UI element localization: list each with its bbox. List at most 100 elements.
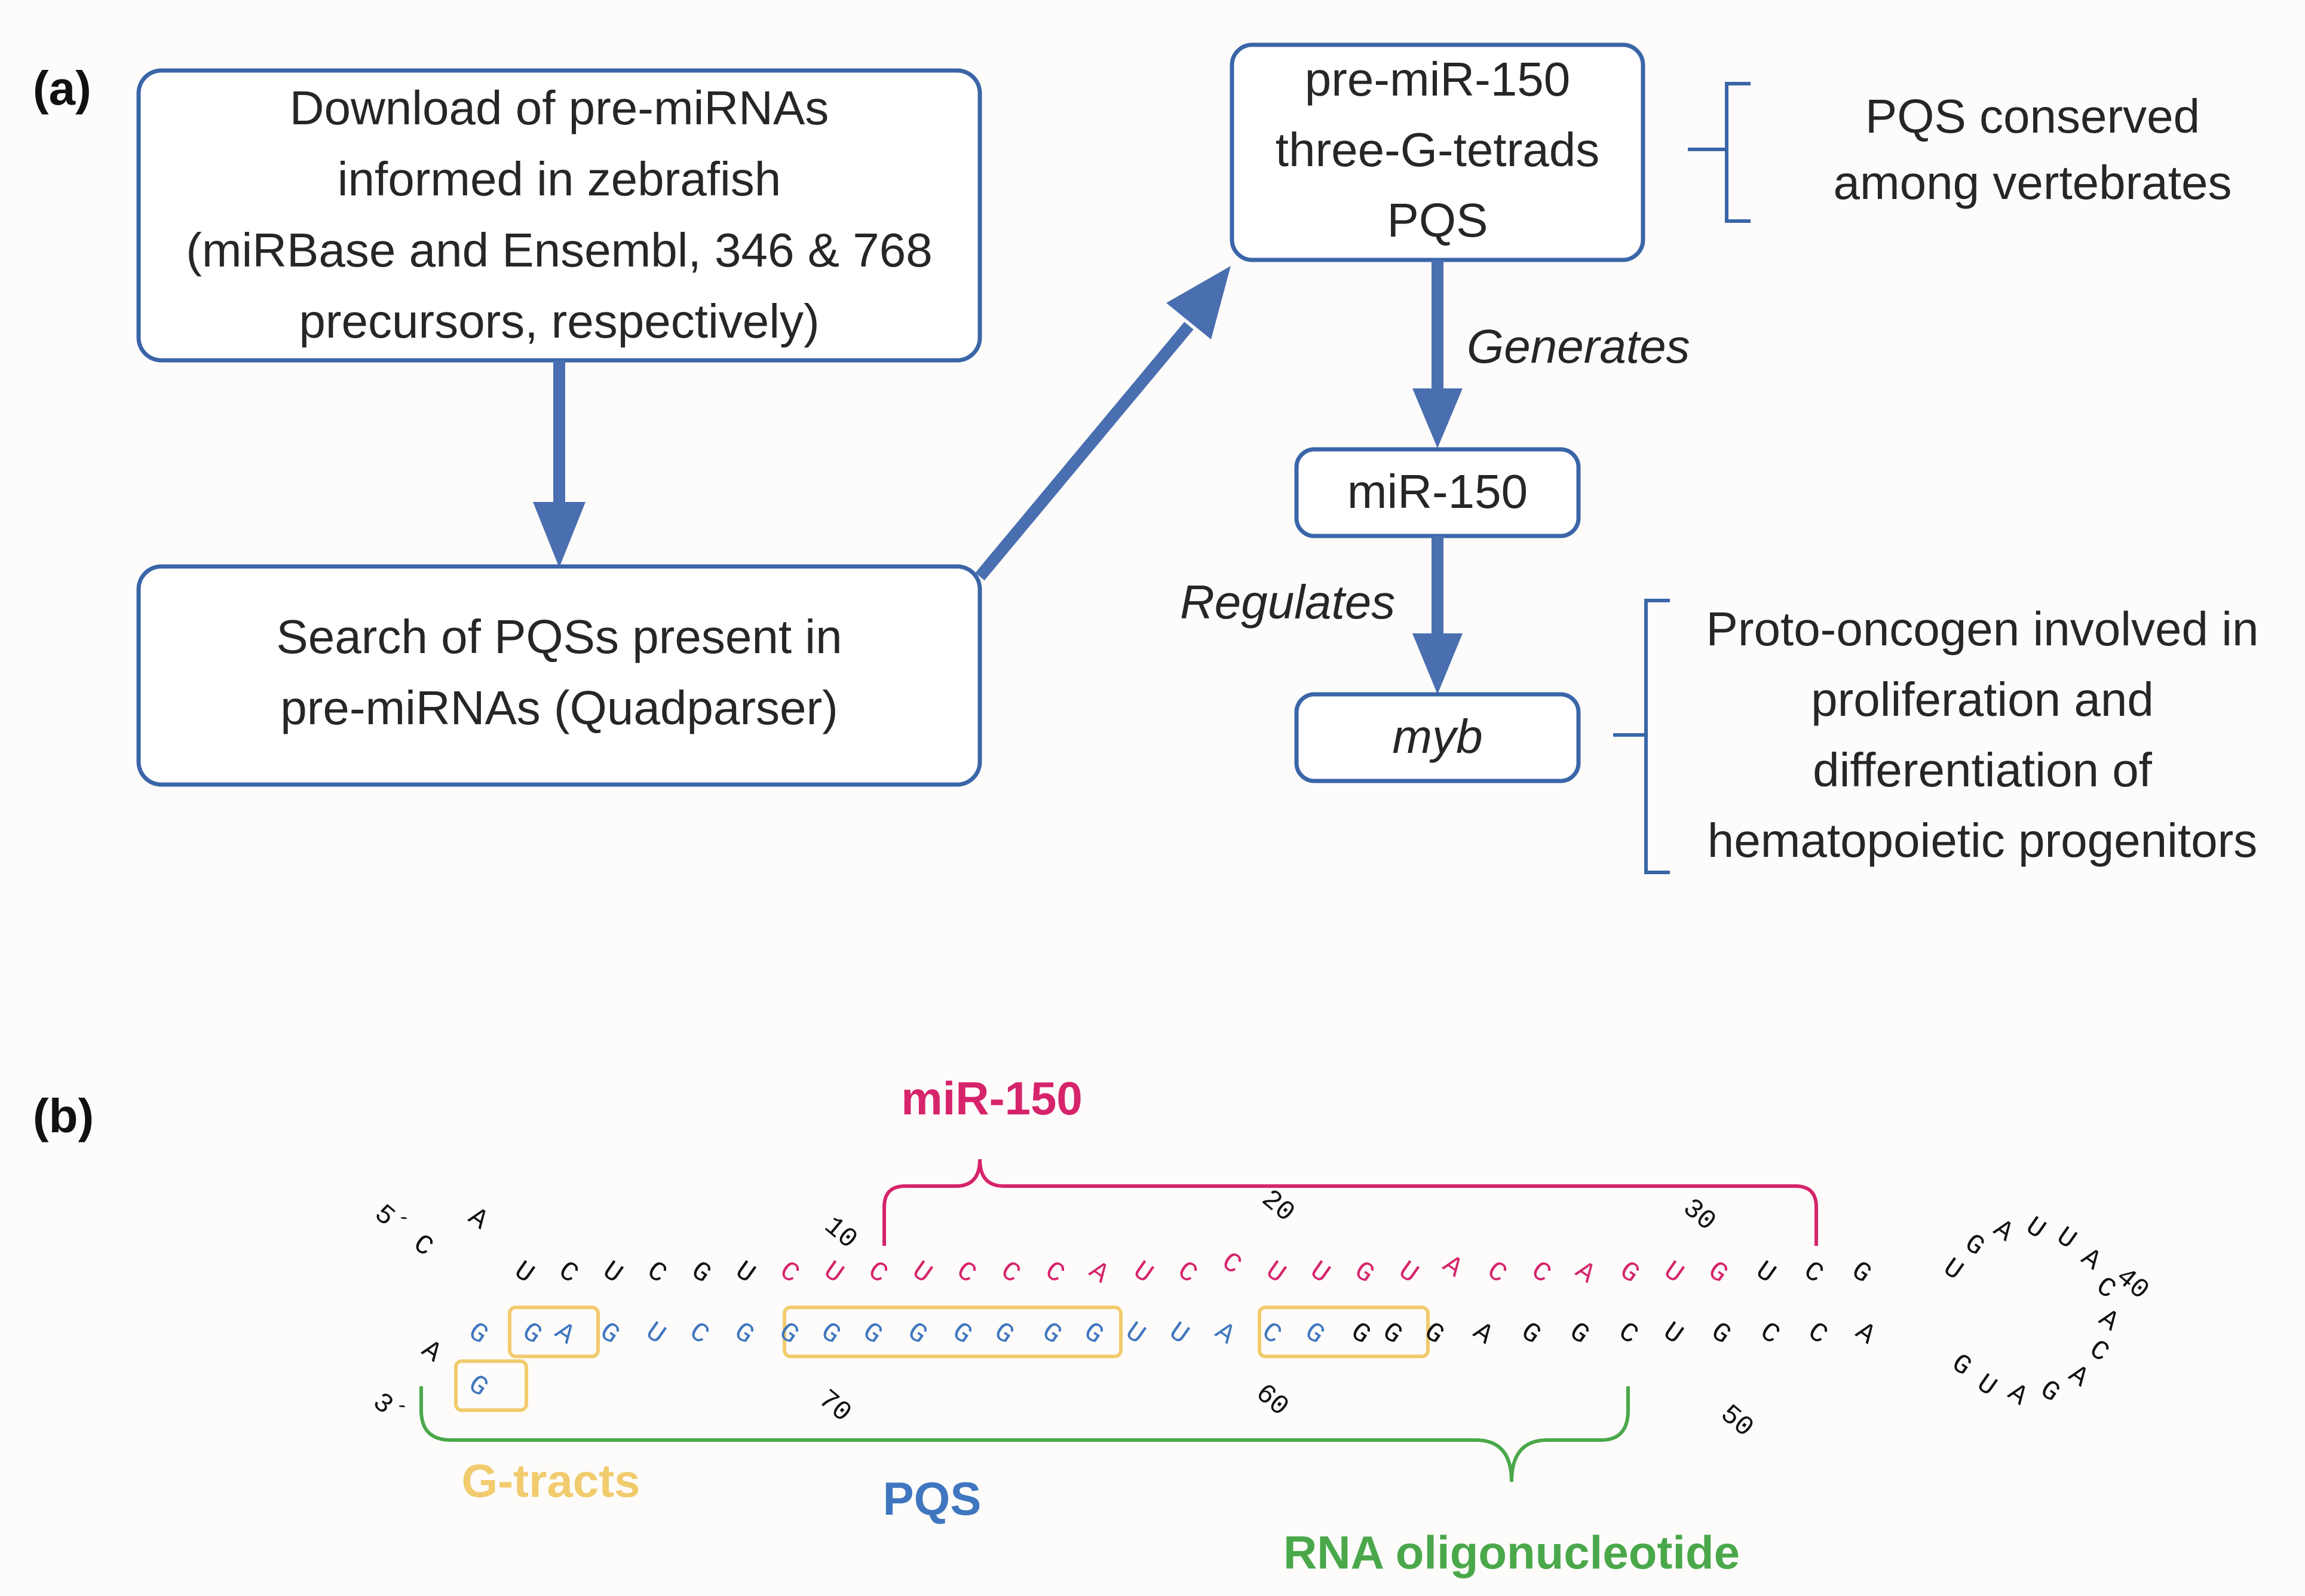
nucleotide-22: G <box>1348 1255 1380 1290</box>
position-20: 20 <box>1255 1184 1301 1229</box>
position-40: 40 <box>2110 1261 2155 1306</box>
nucleotide-45: A <box>2002 1377 2034 1413</box>
download-line-4: precursors, respectively) <box>299 295 819 348</box>
nucleotide-14: C <box>995 1255 1026 1290</box>
nucleotide-25: C <box>1481 1255 1512 1290</box>
nucleotide-27: A <box>1570 1255 1601 1291</box>
mir-bracket <box>882 1159 1818 1246</box>
gtract-box <box>1258 1306 1430 1358</box>
nucleotide-57: G <box>1418 1316 1449 1351</box>
nucleotide-63: U <box>1163 1316 1194 1351</box>
nucleotide-33: G <box>1846 1255 1877 1290</box>
download-line-3: (miRBase and Ensembl, 346 & 768 <box>186 223 933 277</box>
five-prime-label: 5´ <box>368 1199 413 1243</box>
nucleotide-73: G <box>728 1316 759 1351</box>
myb-note-line-2: proliferation and <box>1811 673 2154 726</box>
premir-line-1: pre-miR-150 <box>1305 53 1571 106</box>
nucleotide-18: C <box>1172 1255 1203 1290</box>
panel-b-label: (b) <box>33 1089 94 1142</box>
nucleotide-28: G <box>1614 1255 1645 1290</box>
nucleotide-32: C <box>1798 1255 1829 1290</box>
nucleotide-6: C <box>641 1255 672 1290</box>
nucleotide-12: U <box>906 1255 937 1290</box>
nucleotide-70: G <box>857 1316 888 1351</box>
nucleotide-41: A <box>2093 1303 2125 1338</box>
nucleotide-46: U <box>1971 1368 2002 1403</box>
premir-line-3: PQS <box>1387 194 1488 247</box>
arrow-premir-to-mir <box>1412 260 1463 448</box>
position-70: 70 <box>812 1384 857 1429</box>
nucleotide-15: C <box>1039 1255 1070 1290</box>
gtract-box <box>454 1359 528 1412</box>
nucleotide-37: U <box>2020 1211 2051 1246</box>
nucleotide-21: U <box>1304 1255 1335 1290</box>
nucleotide-79: G <box>462 1316 494 1351</box>
gtract-box <box>508 1306 600 1358</box>
nucleotide-54: G <box>1564 1316 1595 1351</box>
gtract-boxes <box>454 1306 1430 1412</box>
three-prime-label: 3´ <box>366 1387 412 1432</box>
nucleotide-30: G <box>1702 1255 1733 1290</box>
nucleotide-36: A <box>1988 1214 2019 1249</box>
panel-a-label: (a) <box>33 62 91 115</box>
nucleotide-5: U <box>597 1255 628 1290</box>
nucleotide-50: C <box>1754 1316 1785 1351</box>
nucleotide-29: U <box>1658 1255 1689 1290</box>
nucleotide-16: A <box>1083 1255 1115 1291</box>
nucleotide-9: C <box>774 1255 805 1290</box>
nucleotide-47: G <box>1946 1348 1977 1383</box>
download-box: Download of pre-miRNAs informed in zebra… <box>136 68 982 363</box>
regulates-label: Regulates <box>1180 575 1395 629</box>
nucleotide-23: U <box>1393 1255 1424 1290</box>
nucleotide-11: C <box>862 1255 893 1290</box>
nucleotide-51: G <box>1705 1316 1736 1351</box>
nucleotide-48: A <box>1850 1316 1881 1352</box>
nucleotide-44: G <box>2034 1374 2065 1409</box>
arrow-mir-to-myb <box>1412 536 1463 694</box>
nucleotide-68: G <box>946 1316 977 1351</box>
download-line-1: Download of pre-miRNAs <box>290 81 829 134</box>
nucleotide-53: C <box>1613 1316 1644 1351</box>
nucleotide-26: C <box>1525 1255 1556 1290</box>
position-30: 30 <box>1676 1193 1722 1237</box>
nucleotide-74: C <box>683 1316 715 1351</box>
gtracts-label: G-tracts <box>461 1454 640 1507</box>
nucleotide-65: G <box>1078 1316 1109 1351</box>
nucleotide-52: U <box>1657 1316 1688 1351</box>
nucleotide-81: A <box>416 1334 447 1370</box>
search-line-2: pre-miRNAs (Quadparser) <box>280 681 838 734</box>
nucleotide-24: A <box>1437 1249 1469 1285</box>
search-box: Search of PQSs present in pre-miRNAs (Qu… <box>136 564 982 787</box>
nucleotide-19: C <box>1216 1246 1247 1281</box>
nucleotide-43: A <box>2062 1359 2094 1394</box>
nucleotide-2: A <box>462 1202 494 1237</box>
myb-note-line-1: Proto-oncogen involved in <box>1706 602 2258 655</box>
arrow-download-to-search <box>533 360 586 568</box>
myb-box: myb <box>1294 692 1581 783</box>
conserved-note-line-1: PQS conserved <box>1865 90 2200 143</box>
nucleotide-71: G <box>815 1316 846 1351</box>
position-50: 50 <box>1714 1399 1760 1444</box>
nucleotide-78: G <box>516 1316 547 1351</box>
nucleotide-49: C <box>1802 1316 1833 1351</box>
nucleotide-10: U <box>818 1255 849 1290</box>
myb-note-line-3: differentiation of <box>1813 743 2153 797</box>
nucleotide-59: G <box>1345 1316 1376 1351</box>
search-line-1: Search of PQSs present in <box>276 610 842 663</box>
nucleotide-69: G <box>902 1316 933 1351</box>
myb-box-label: myb <box>1392 710 1482 763</box>
nucleotide-38: U <box>2050 1221 2082 1256</box>
nucleotide-67: G <box>988 1316 1019 1351</box>
nucleotide-60: G <box>1299 1316 1330 1351</box>
nucleotide-77: A <box>549 1316 581 1352</box>
nucleotide-3: U <box>508 1255 540 1290</box>
nucleotide-55: G <box>1515 1316 1546 1351</box>
nucleotide-56: A <box>1467 1316 1499 1352</box>
premir-line-2: three-G-tetrads <box>1276 123 1599 176</box>
nucleotide-8: U <box>729 1255 761 1290</box>
download-line-2: informed in zebrafish <box>338 152 781 206</box>
mir-box-label: miR-150 <box>1347 465 1528 518</box>
nucleotide-66: G <box>1036 1316 1067 1351</box>
position-60: 60 <box>1249 1378 1295 1423</box>
